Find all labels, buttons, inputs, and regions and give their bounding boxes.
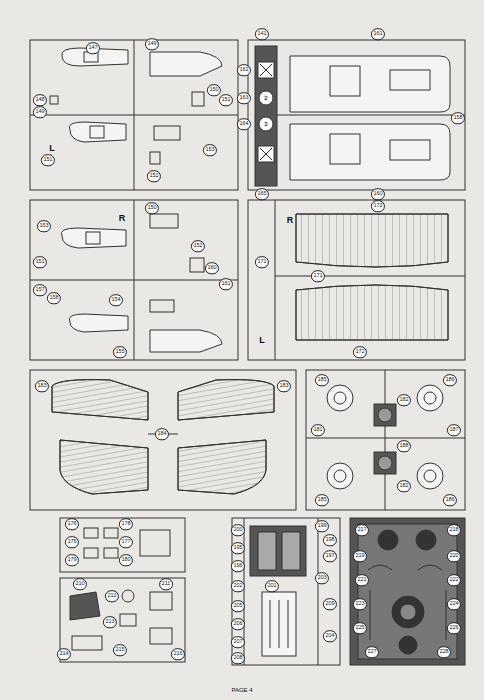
callout-number: 180 [119,554,133,566]
callout-number: 184 [155,428,169,440]
callout-number: 216 [171,648,185,660]
callout-number: 171 [255,256,269,268]
callout-number: 141 [255,28,269,40]
callout-number: 162 [237,64,251,76]
callout-number: 211 [159,578,173,590]
callout-number: 202 [231,580,245,592]
page-text: 3 [264,121,267,127]
callout-number: 196 [231,560,245,572]
callout-number: 186 [443,494,457,506]
callout-number: 185 [315,374,329,386]
callout-number: 197 [323,550,337,562]
side-letter: R [118,214,127,223]
callout-number: 172 [371,200,385,212]
callout-number: 152 [191,240,205,252]
callout-number: 154 [109,294,123,306]
callout-number: 164 [237,118,251,130]
callout-number: 206 [231,618,245,630]
callout-number: 149 [33,106,47,118]
callout-number: 161 [219,278,233,290]
callout-number: 228 [437,646,451,658]
side-letter: L [258,336,266,345]
callout-number: 149 [145,38,159,50]
callout-number: 209 [323,598,337,610]
callout-number: 172 [353,346,367,358]
callout-number: 219 [353,550,367,562]
callout-number: 147 [86,42,100,54]
callout-number: 205 [231,600,245,612]
callout-number: 201 [265,580,279,592]
callout-number: 178 [119,518,133,530]
callout-number: 175 [65,536,79,548]
callout-number: 158 [451,112,465,124]
callout-number: 158 [47,292,61,304]
callout-number: 150 [145,202,159,214]
callout-number: 157 [33,284,47,296]
callout-number: 214 [57,648,71,660]
callout-number: 150 [207,84,221,96]
callout-number: 153 [37,220,51,232]
callout-number: 151 [33,256,47,268]
callout-number: 148 [33,94,47,106]
callout-number: 199 [315,520,329,532]
callout-number: 227 [365,646,379,658]
callout-number: 204 [323,630,337,642]
callout-number: 226 [447,622,461,634]
callout-number: 203 [315,572,329,584]
callout-number: 151 [219,94,233,106]
callout-number: 212 [105,590,119,602]
callout-number: 160 [205,262,219,274]
callout-number: 187 [447,424,461,436]
side-letter: L [48,144,56,153]
callout-number: 176 [65,518,79,530]
callout-number: 151 [41,154,55,166]
callout-number: 200 [231,524,245,536]
callout-number: 181 [311,424,325,436]
callout-number: 224 [447,598,461,610]
callout-number: 183 [277,380,291,392]
callout-number: 160 [371,188,385,200]
callout-number: 186 [443,374,457,386]
callout-number: 165 [255,188,269,200]
side-letter: R [286,216,295,225]
callout-number: 208 [231,652,245,664]
callout-number: 183 [35,380,49,392]
callout-number: 223 [353,598,367,610]
callout-number: 222 [447,574,461,586]
callout-number: 207 [231,636,245,648]
callout-number: 179 [65,554,79,566]
callout-number: 185 [315,494,329,506]
callout-number: 182 [397,480,411,492]
callout-number: 152 [147,170,161,182]
callout-number: 161 [371,28,385,40]
page-text: 2 [264,95,267,101]
callout-number: 163 [237,92,251,104]
callout-number: 220 [447,550,461,562]
page-text: PAGE 4 [231,687,252,693]
callout-number: 188 [397,440,411,452]
callout-number: 210 [73,578,87,590]
callout-number: 177 [119,536,133,548]
callout-number: 225 [353,622,367,634]
callout-number: 217 [355,524,369,536]
callout-number: 218 [447,524,461,536]
callout-number: 221 [355,574,369,586]
callout-number: 153 [203,144,217,156]
callout-number: 198 [323,534,337,546]
callout-number: 171 [311,270,325,282]
callout-number: 155 [113,346,127,358]
callout-number: 195 [231,542,245,554]
callout-number: 215 [113,644,127,656]
callout-number: 213 [103,616,117,628]
callout-number: 182 [397,394,411,406]
